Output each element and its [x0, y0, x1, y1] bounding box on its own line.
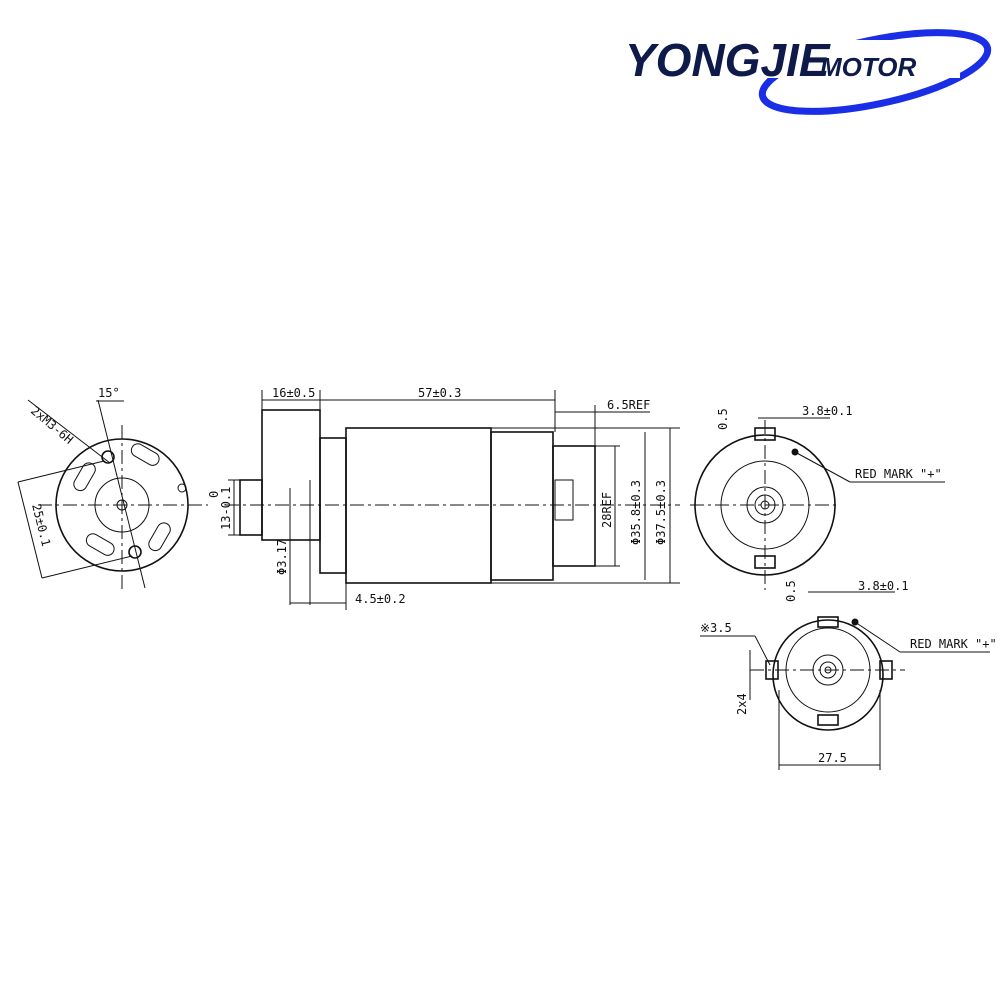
side-view: 16±0.5 57±0.3 6.5REF 13-0.1 0 Φ3.17 4.5±…: [207, 386, 680, 610]
red-mark-label-2: RED MARK "+": [910, 637, 997, 651]
shaft-flat-tol-label: 0: [207, 491, 221, 498]
gearbox-length-label: 16±0.5: [272, 386, 315, 400]
logo-brand: YONGJIE: [625, 34, 831, 86]
endcap-diameter-label: 28REF: [600, 492, 614, 528]
slot-label: ※3.5: [700, 621, 732, 635]
rear-view-2: 0.5 3.8±0.1 RED MARK "+" ※3.5 2x4 27.5: [700, 579, 997, 770]
thread-label: 2xM3-6H: [28, 404, 76, 447]
brand-logo: YONGJIE MOTOR: [625, 29, 992, 115]
body-diameter-label: Φ35.8±0.3: [629, 480, 643, 545]
terminal-width-label-1: 3.8±0.1: [802, 404, 853, 418]
body-length-label: 57±0.3: [418, 386, 461, 400]
offset-label-2: 0.5: [784, 580, 798, 602]
width-label: 27.5: [818, 751, 847, 765]
front-view: 15° 2xM3-6H 25±0.1: [17, 386, 208, 590]
red-mark-label-1: RED MARK "+": [855, 467, 942, 481]
shaft-diameter-label: Φ3.17: [275, 539, 289, 575]
rear-length-label: 6.5REF: [607, 398, 650, 412]
logo-suffix: MOTOR: [820, 52, 917, 82]
shaft-flat-label: 13-0.1: [219, 487, 233, 530]
terminal-width-label-2: 3.8±0.1: [858, 579, 909, 593]
outer-diameter-label: Φ37.5±0.3: [654, 480, 668, 545]
offset-label-1: 0.5: [716, 408, 730, 430]
slot-count-label: 2x4: [735, 693, 749, 715]
rear-view-1: 0.5 3.8±0.1 RED MARK "+": [690, 404, 945, 590]
angle-label: 15°: [98, 386, 120, 400]
boss-length-label: 4.5±0.2: [355, 592, 406, 606]
